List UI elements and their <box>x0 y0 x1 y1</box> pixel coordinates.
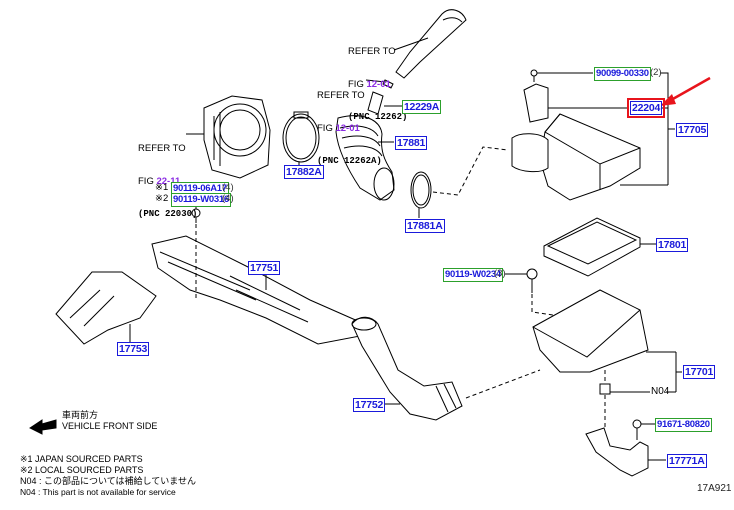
highlight-arrow-icon <box>660 76 711 106</box>
direction-label-en: VEHICLE FRONT SIDE <box>62 421 158 431</box>
fig-link[interactable]: 12-01 <box>335 123 360 134</box>
part-12229a[interactable]: 12229A <box>402 100 441 114</box>
figure-id: 17A921 <box>697 483 732 494</box>
legend-n04-jp: N04 : この部品については補給していません <box>20 476 197 486</box>
direction-label-jp: 車両前方 <box>62 410 99 420</box>
part-17881[interactable]: 17881 <box>395 136 428 150</box>
japan-sourced-mark: ※1 <box>155 182 169 193</box>
sensor-drawing <box>365 79 394 89</box>
part-17752[interactable]: 17752 <box>353 398 386 412</box>
part-17881a[interactable]: 17881A <box>405 219 445 233</box>
clamp-2-drawing <box>410 171 432 218</box>
bolt-drawing <box>505 268 603 335</box>
air-cleaner-cap-drawing <box>511 113 668 201</box>
bolt-90119-w0234[interactable]: 90119-W0234 <box>443 268 503 282</box>
bolt-quantity: (4) <box>222 182 234 193</box>
n04-marker: N04 <box>651 386 670 397</box>
intake-elbow-drawing <box>351 316 463 421</box>
part-17801[interactable]: 17801 <box>656 238 689 252</box>
pnc-reference: (PNC 12262A) <box>317 156 382 166</box>
legend-local-sourced: ※2 LOCAL SOURCED PARTS <box>20 465 144 475</box>
clamp-drawing <box>282 111 320 165</box>
bolt-quantity: (4) <box>222 193 234 204</box>
fig-prefix: FIG <box>348 79 367 90</box>
bolt-quantity: (3) <box>494 268 506 279</box>
clip-drawing <box>367 91 402 115</box>
bolt-90099-00330[interactable]: 90099-00330 <box>594 67 651 81</box>
reference-label: REFER TO <box>138 143 186 154</box>
bolt-quantity: (2) <box>650 67 662 78</box>
part-17753[interactable]: 17753 <box>117 342 150 356</box>
fig-link[interactable]: 22-11 <box>156 176 181 187</box>
fig-link[interactable]: 12-01 <box>366 79 391 90</box>
throttle-body-drawing <box>186 95 271 179</box>
front-arrow-icon <box>29 419 57 435</box>
tube-drawing <box>393 9 467 79</box>
legend-japan-sourced: ※1 JAPAN SOURCED PARTS <box>20 454 143 464</box>
part-17701[interactable]: 17701 <box>683 365 716 379</box>
part-22204[interactable]: 22204 <box>626 98 666 118</box>
dashed-guide <box>432 146 509 196</box>
part-17751[interactable]: 17751 <box>248 261 281 275</box>
hose-drawing <box>335 115 395 201</box>
bracket-drawing <box>585 419 666 477</box>
air-duct-drawing <box>151 196 361 345</box>
reference-label: REFER TO <box>348 46 396 57</box>
reference-pnc-12262a: REFER TO FIG 12-01 (PNC 12262A) <box>317 68 382 189</box>
fig-prefix: FIG <box>138 176 157 187</box>
air-cleaner-case-drawing <box>532 289 682 430</box>
air-filter-drawing <box>543 217 656 277</box>
reference-pnc-22030: REFER TO FIG 22-11 (PNC 22030) <box>138 121 197 242</box>
reference-pnc-12262: REFER TO FIG 12-01 (PNC 12262) <box>348 24 407 145</box>
resonator-drawing <box>523 69 628 123</box>
reference-label: REFER TO <box>317 90 365 101</box>
pnc-reference: (PNC 22030) <box>138 209 198 219</box>
leader-bracket <box>660 72 669 185</box>
part-17771a[interactable]: 17771A <box>667 454 707 468</box>
pnc-reference: (PNC 12262) <box>348 112 408 122</box>
legend-n04-en: N04 : This part is not available for ser… <box>20 487 176 497</box>
bolt-91671-80820[interactable]: 91671-80820 <box>655 418 712 432</box>
local-sourced-mark: ※2 <box>155 193 169 204</box>
duct-cover-drawing <box>55 271 157 345</box>
part-17705[interactable]: 17705 <box>676 123 709 137</box>
bolt-90119-w0316[interactable]: 90119-W0316 <box>171 193 231 207</box>
part-17882a[interactable]: 17882A <box>284 165 324 179</box>
fig-prefix: FIG <box>317 123 336 134</box>
